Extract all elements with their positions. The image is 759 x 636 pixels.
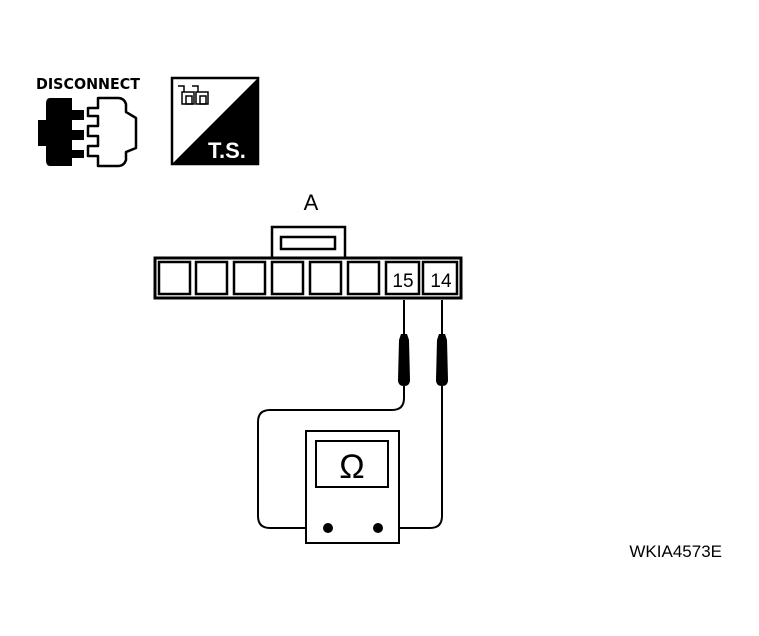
tester-label: T.S. xyxy=(208,138,246,163)
meter-display xyxy=(315,440,389,488)
meter-terminal-right xyxy=(373,523,383,533)
disconnect-label: DISCONNECT xyxy=(36,75,141,93)
terminal-15-label: 15 xyxy=(392,271,413,292)
tester-icon-diagonal-fill xyxy=(172,78,258,164)
probe-left xyxy=(398,300,410,386)
tester-icon-group: T.S. xyxy=(170,76,260,166)
disconnect-connector-icon xyxy=(38,96,138,168)
lead-left xyxy=(257,386,405,529)
ohmmeter-icon: Ω xyxy=(305,430,400,544)
terminal-14-label: 14 xyxy=(430,271,452,292)
tester-symbol-icon xyxy=(178,85,209,105)
connector-label: A xyxy=(304,190,319,215)
test-leads xyxy=(257,386,443,529)
connector-cavities xyxy=(157,260,459,296)
connector-body: 15 14 xyxy=(153,256,463,300)
connector-lock-tab xyxy=(270,225,347,261)
disconnect-icon-group: DISCONNECT xyxy=(36,75,141,168)
figure-code: WKIA4573E xyxy=(629,542,722,561)
probe-right xyxy=(436,300,448,386)
meter-terminal-left xyxy=(323,523,333,533)
connector-a: A 15 14 xyxy=(153,190,463,300)
meter-symbol: Ω xyxy=(339,448,364,486)
lead-right xyxy=(378,386,443,529)
